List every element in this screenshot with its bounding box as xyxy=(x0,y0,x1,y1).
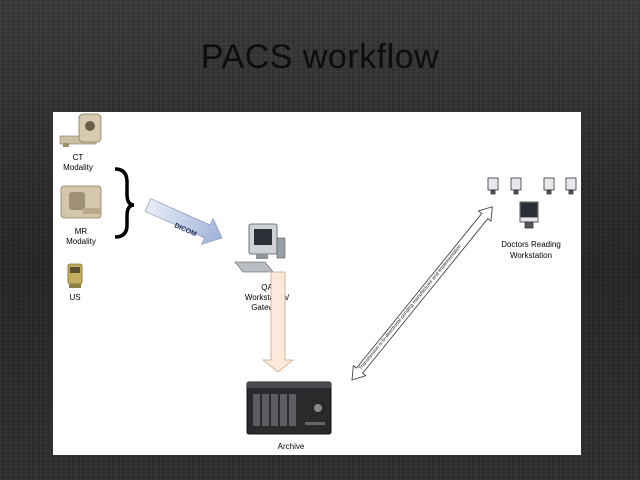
doctors-workstation-icons xyxy=(487,177,577,229)
doctors-label-line2: Workstation xyxy=(510,251,552,260)
transmission-note: Transmission is bi-directional pending m… xyxy=(358,243,463,371)
dicom-arrow xyxy=(144,198,223,245)
diagram-canvas: CT Modality MR Modality US DICOM QA Work… xyxy=(53,112,581,455)
qa-label-line1: QA xyxy=(261,283,273,292)
ct-label-line2: Modality xyxy=(63,163,93,172)
ct-scanner-icon xyxy=(59,113,102,147)
archive-server-icon xyxy=(246,381,332,435)
archive-label: Archive xyxy=(278,442,305,451)
ultrasound-machine-icon xyxy=(67,263,83,288)
qa-label-line2: Workstation/ xyxy=(245,293,290,302)
pacs-diagram: CT Modality MR Modality US DICOM QA Work… xyxy=(59,113,577,451)
ct-label-line1: CT xyxy=(73,153,84,162)
qa-label-line3: Gateway xyxy=(251,303,283,312)
modalities-brace xyxy=(114,167,135,239)
mr-label-line1: MR xyxy=(75,227,88,236)
us-label: US xyxy=(69,293,80,302)
qa-workstation-icon xyxy=(234,223,286,273)
slide-title: PACS workflow xyxy=(200,38,440,76)
qa-to-archive-arrow xyxy=(261,271,295,373)
mr-label-line2: Modality xyxy=(66,237,96,246)
mr-scanner-icon xyxy=(60,185,102,219)
doctors-label-line1: Doctors Reading xyxy=(501,240,561,249)
bidirectional-transmission-arrow xyxy=(351,206,493,381)
